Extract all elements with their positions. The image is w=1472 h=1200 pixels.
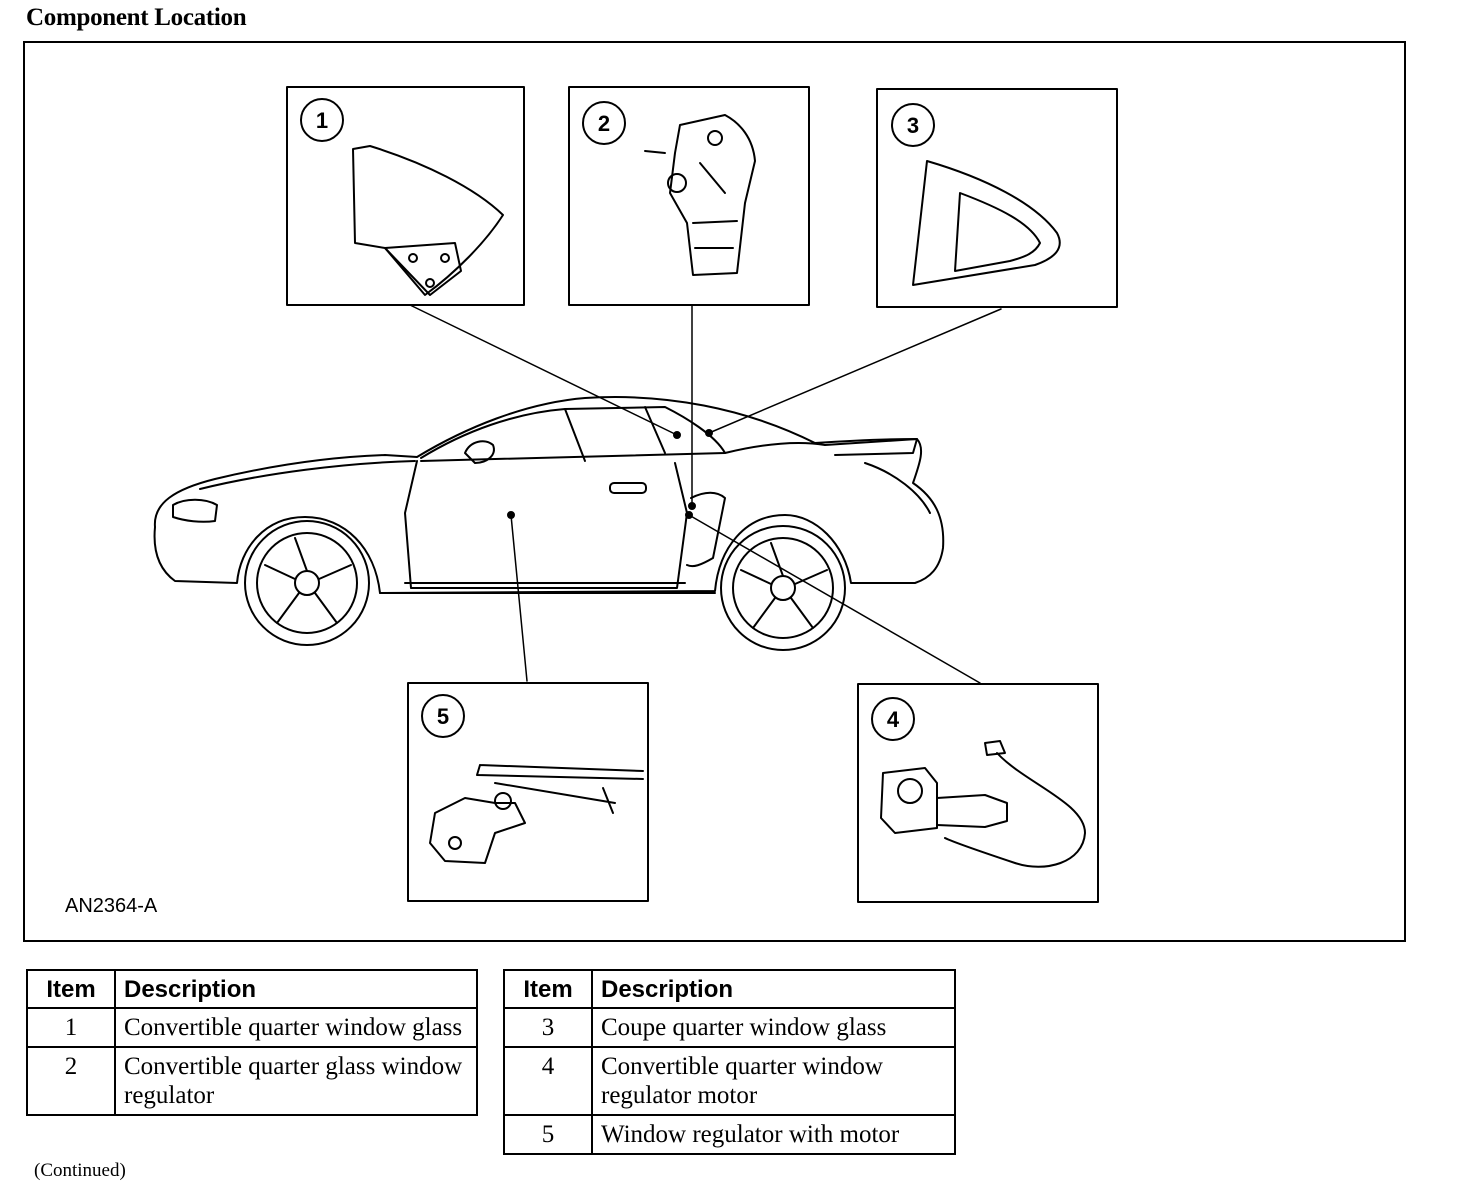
table-row: 5 Window regulator with motor [503,1114,956,1155]
continued-note: (Continued) [34,1160,126,1181]
table-row: 3 Coupe quarter window glass [503,1007,956,1048]
item-description: Coupe quarter window glass [591,1007,956,1048]
callout-number-1: 1 [316,108,328,133]
table-header-row: Item Description [26,969,478,1009]
figure-code: AN2364-A [65,895,158,917]
callout-box-2: 2 [568,86,810,306]
table-row: 4 Convertible quarter window regulator m… [503,1046,956,1116]
leader-lines [409,304,1002,684]
callout-number-3: 3 [907,113,919,138]
item-number: 5 [503,1114,593,1155]
page-title: Component Location [26,4,247,31]
figure-illustration: 1 2 3 5 [153,86,1118,903]
regulator-motor-part [880,767,938,834]
car-side-view [153,396,945,651]
item-number: 1 [26,1007,116,1048]
callout-box-1: 1 [286,86,525,306]
header-description: Description [114,969,478,1009]
coupe-quarter-glass-part [912,160,1061,286]
convertible-quarter-glass-part [352,145,504,296]
header-item: Item [503,969,593,1009]
items-table-right: Item Description 3 Coupe quarter window … [503,969,956,1155]
table-row: 1 Convertible quarter window glass [26,1007,478,1048]
window-regulator-with-motor-part [476,764,644,814]
callout-box-3: 3 [876,88,1118,308]
header-item: Item [26,969,116,1009]
item-number: 4 [503,1046,593,1116]
component-location-figure: 1 2 3 5 [23,41,1406,942]
item-number: 3 [503,1007,593,1048]
table-row: 2 Convertible quarter glass window regul… [26,1046,478,1116]
item-number: 2 [26,1046,116,1116]
callout-number-5: 5 [437,704,449,729]
item-description: Convertible quarter window regulator mot… [591,1046,956,1116]
table-header-row: Item Description [503,969,956,1009]
callout-box-4: 4 [857,683,1099,903]
items-table-left: Item Description 1 Convertible quarter w… [26,969,478,1116]
callout-number-4: 4 [887,707,900,732]
callout-number-2: 2 [598,111,610,136]
header-description: Description [591,969,956,1009]
quarter-glass-regulator-part [669,114,756,276]
item-description: Window regulator with motor [591,1114,956,1155]
item-description: Convertible quarter window glass [114,1007,478,1048]
callout-box-5: 5 [407,682,649,902]
item-description: Convertible quarter glass window regulat… [114,1046,478,1116]
